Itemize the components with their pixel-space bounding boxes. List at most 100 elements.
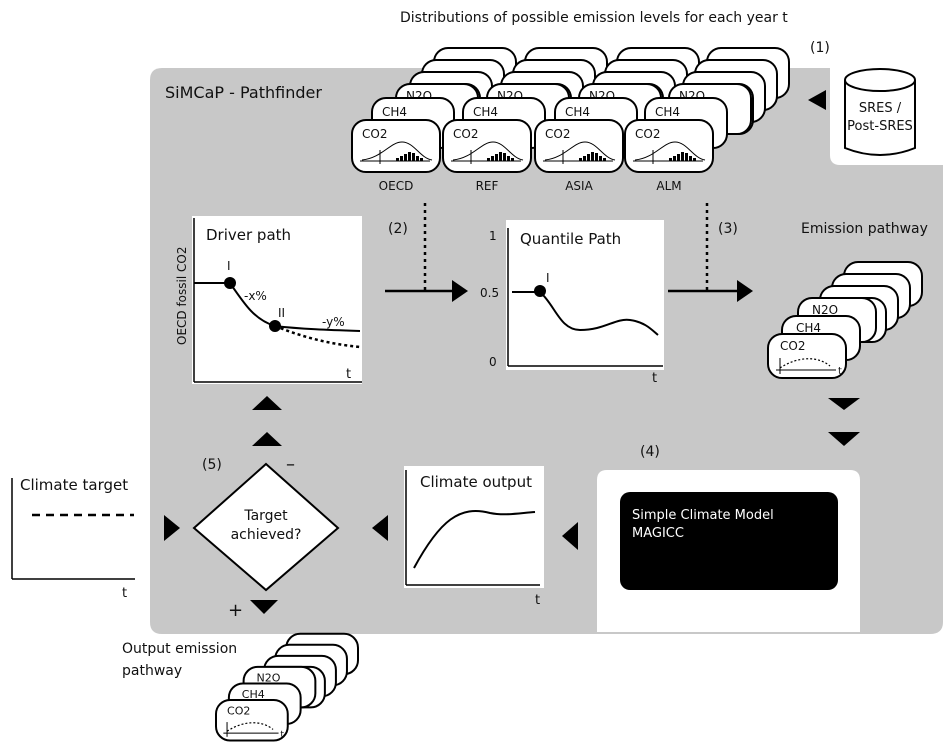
- quantile-path-xlabel: t: [652, 371, 657, 386]
- region-histogram-bar: [685, 153, 688, 161]
- arrow-up-2: [252, 432, 282, 446]
- driver-path-label-i: I: [227, 259, 231, 273]
- decision-label-2: achieved?: [231, 527, 302, 543]
- arrow-down-plus: [250, 600, 278, 614]
- region-histogram-bar: [579, 158, 582, 161]
- region-histogram-bar: [677, 154, 680, 161]
- driver-path-title: Driver path: [206, 226, 291, 244]
- quantile-path-curve: [512, 291, 659, 336]
- region-histogram-bar: [595, 153, 598, 161]
- quantile-path-chart: Quantile Path 1 0.5 0 t I: [480, 220, 664, 386]
- climate-model-label-1: Simple Climate Model: [632, 508, 774, 523]
- region-label-co2: CO2: [362, 127, 387, 141]
- region-label-ch4: CH4: [565, 105, 590, 119]
- header-text: Distributions of possible emission level…: [400, 10, 788, 26]
- step-3-label: (3): [718, 221, 738, 237]
- region-label-ch4: CH4: [473, 105, 498, 119]
- climate-target-title: Climate target: [20, 476, 128, 494]
- output-pathway-curve: [226, 722, 274, 732]
- region-name-ref: REF: [476, 179, 499, 193]
- driver-path-rate-x: -x%: [244, 289, 267, 303]
- climate-output-chart: Climate output t: [404, 466, 544, 608]
- arrow-up-1: [252, 396, 282, 410]
- quantile-path-label-i: I: [546, 271, 550, 285]
- region-histogram-bar: [591, 152, 594, 161]
- output-pathway-card-co2: [215, 699, 289, 742]
- step-1-label: (1): [810, 40, 830, 56]
- emission-pathway-card-co2: [767, 333, 847, 379]
- database-label-1: SRES /: [859, 101, 902, 116]
- region-histogram-bar: [499, 152, 502, 161]
- panel-title: SiMCaP - Pathfinder: [165, 83, 322, 102]
- output-pathway-label-2: pathway: [122, 663, 182, 679]
- quantile-path-point-i: [534, 285, 546, 297]
- climate-model-box: [620, 492, 838, 590]
- region-histogram-bar: [491, 156, 494, 161]
- region-histogram-bar: [507, 156, 510, 161]
- region-histogram-bar: [495, 154, 498, 161]
- region-histogram-bar: [689, 156, 692, 161]
- arrow-down-1: [828, 398, 860, 410]
- quantile-path-title: Quantile Path: [520, 230, 621, 248]
- climate-output-title: Climate output: [420, 473, 532, 491]
- region-histogram-bar: [583, 156, 586, 161]
- output-pathway-label-1: Output emission: [122, 641, 237, 657]
- region-histogram-bar: [503, 153, 506, 161]
- climate-model-label-2: MAGICC: [632, 526, 684, 541]
- region-label-ch4: CH4: [382, 105, 407, 119]
- target-achieved-diamond: [192, 462, 340, 592]
- emission-pathway-label-co2: CO2: [780, 339, 805, 353]
- step-5-label: (5): [202, 457, 222, 473]
- quantile-tick-0: 0: [489, 355, 497, 369]
- region-histogram-bar: [669, 158, 672, 161]
- output-pathway-label-ch4: CH4: [242, 688, 265, 701]
- arrow-left-output-to-decision: [372, 515, 388, 541]
- driver-path-ylabel: OECD fossil CO2: [175, 247, 189, 345]
- climate-output-xlabel: t: [535, 593, 540, 608]
- quantile-tick-1: 1: [489, 229, 497, 243]
- arrow-left-database: [808, 90, 826, 110]
- region-label-co2: CO2: [545, 127, 570, 141]
- region-histogram-bar: [400, 156, 403, 161]
- driver-path-point-i: [224, 277, 236, 289]
- region-histogram-bar: [587, 154, 590, 161]
- emission-pathway-title: Emission pathway: [801, 221, 928, 237]
- step-2-label: (2): [388, 221, 408, 237]
- region-histogram-bar: [404, 154, 407, 161]
- driver-path-dotted-curve: [274, 324, 361, 349]
- region-histogram-bar: [603, 158, 606, 161]
- emission-pathway-t-label: t: [838, 366, 842, 377]
- database-label-2: Post-SRES: [847, 119, 913, 134]
- region-distribution-curve: [634, 141, 706, 161]
- region-name-asia: ASIA: [565, 179, 593, 193]
- region-name-alm: ALM: [656, 179, 681, 193]
- database-icon: SRES / Post-SRES: [844, 68, 916, 156]
- region-distribution-curve: [544, 141, 616, 161]
- region-label-co2: CO2: [635, 127, 660, 141]
- region-stacks: N2OCH4CO2OECDN2OCH4CO2REFN2OCH4CO2ASIAN2…: [351, 47, 790, 193]
- step-4-label: (4): [640, 444, 660, 460]
- output-pathway-label-n2o: N2O: [256, 672, 280, 685]
- region-label-ch4: CH4: [655, 105, 680, 119]
- driver-path-point-ii: [269, 320, 281, 332]
- region-histogram-bar: [412, 153, 415, 161]
- arrow-left-decision-to-target: [164, 515, 180, 541]
- region-histogram-bar: [408, 152, 411, 161]
- region-histogram-bar: [681, 152, 684, 161]
- climate-target-chart: Climate target t: [11, 476, 135, 601]
- region-histogram-bar: [396, 158, 399, 161]
- region-histogram-bar: [599, 156, 602, 161]
- driver-path-label-ii: II: [278, 306, 285, 320]
- region-histogram-bar: [511, 158, 514, 161]
- region-distribution-curve: [452, 141, 524, 161]
- emission-pathway-curve: [779, 358, 831, 369]
- arrow-left-model-to-output: [562, 522, 578, 550]
- region-histogram-bar: [673, 156, 676, 161]
- region-histogram-bar: [416, 156, 419, 161]
- driver-path-rate-y: -y%: [322, 315, 345, 329]
